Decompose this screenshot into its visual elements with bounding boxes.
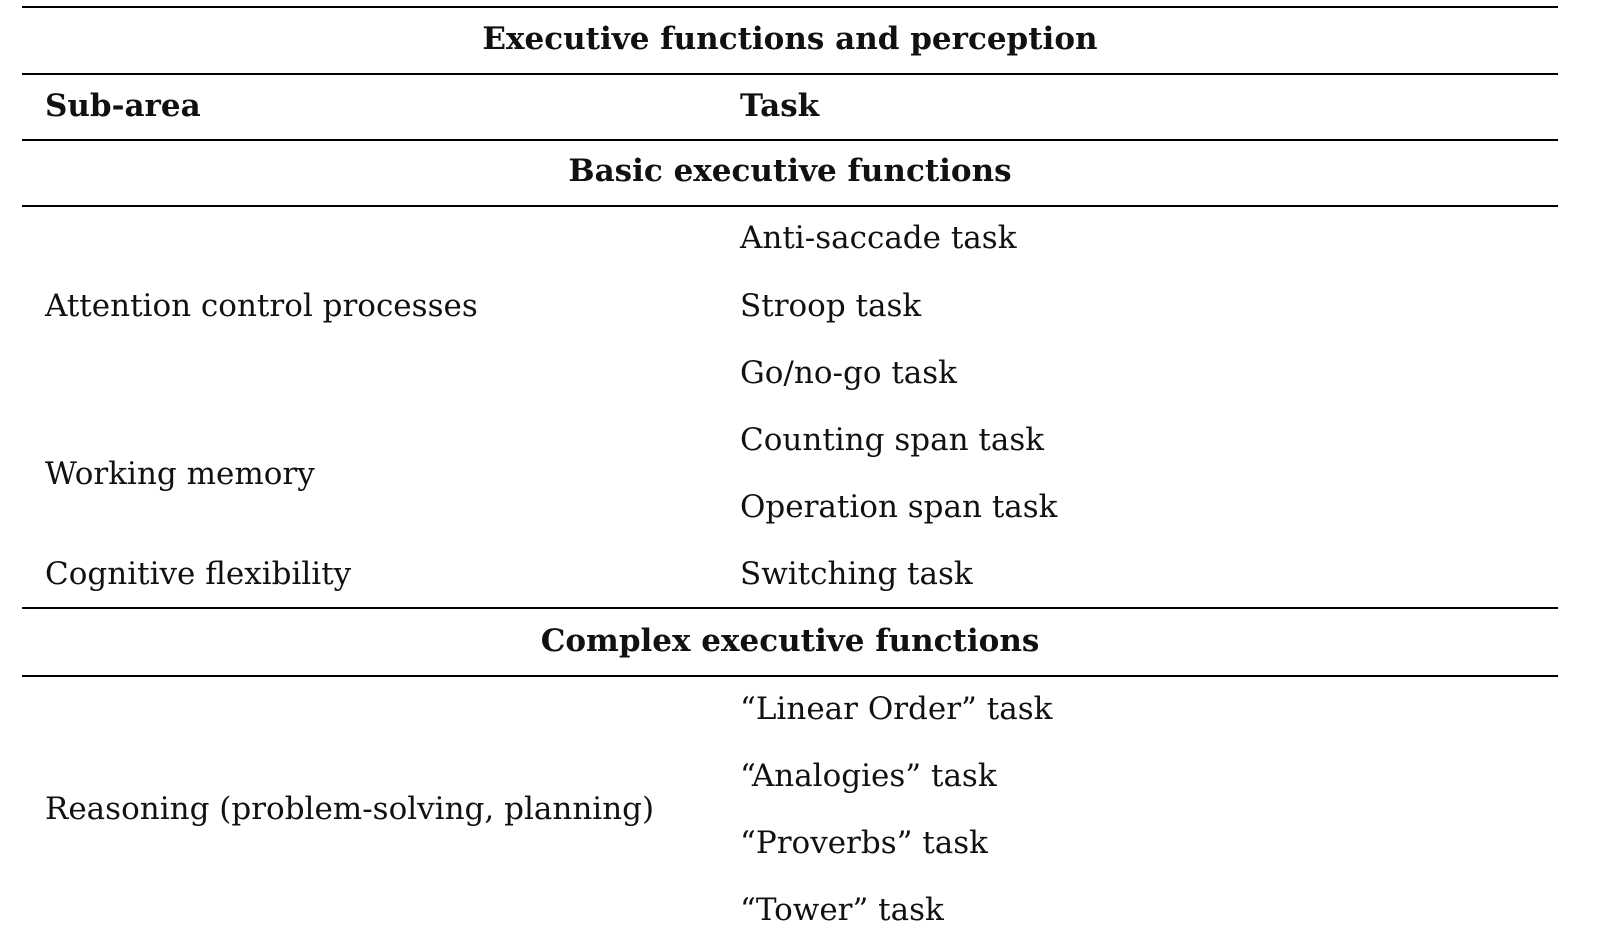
title-rule [22, 73, 1558, 75]
section-rule-basic-end [22, 607, 1558, 609]
section-heading-basic: Basic executive functions [568, 153, 1012, 189]
task-operation-span: Operation span task [740, 489, 1058, 525]
section-rule-complex [22, 675, 1558, 677]
section-rule-basic [22, 205, 1558, 207]
task-linear-order: “Linear Order” task [740, 691, 1053, 727]
task-tower: “Tower” task [740, 892, 944, 928]
header-sub-area: Sub-area [45, 88, 201, 124]
sub-area-reasoning: Reasoning (problem-solving, planning) [45, 791, 655, 827]
sub-area-working-memory: Working memory [45, 456, 315, 492]
task-counting-span: Counting span task [740, 422, 1045, 458]
sub-area-cognitive-flexibility: Cognitive flexibility [45, 556, 352, 592]
sub-area-attention: Attention control processes [45, 288, 478, 324]
table-title: Executive functions and perception [482, 21, 1098, 57]
task-analogies: “Analogies” task [740, 758, 997, 794]
section-heading-complex: Complex executive functions [540, 623, 1040, 659]
task-proverbs: “Proverbs” task [740, 825, 988, 861]
header-task: Task [740, 88, 820, 124]
task-switching: Switching task [740, 556, 973, 592]
table-top-rule [22, 6, 1558, 8]
task-stroop: Stroop task [740, 288, 922, 324]
task-go-no-go: Go/no-go task [740, 355, 957, 391]
task-anti-saccade: Anti-saccade task [740, 220, 1017, 256]
header-rule [22, 139, 1558, 141]
